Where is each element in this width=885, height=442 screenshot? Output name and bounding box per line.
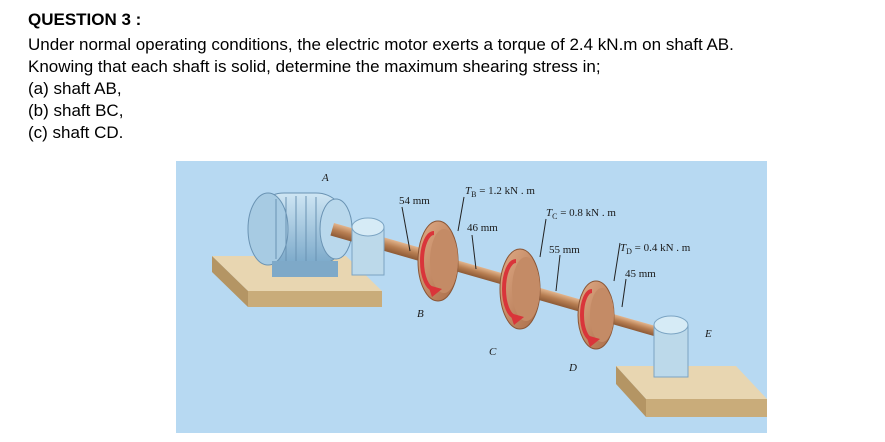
question-statement-line-1: Under normal operating conditions, the e…: [28, 35, 734, 54]
diameter-cd-label: 55 mm: [549, 244, 580, 256]
torque-arrow-c: [502, 259, 524, 325]
torque-d-label: TD = 0.4 kN . m: [620, 242, 691, 256]
leader-lines: [401, 196, 627, 308]
question-part-a: (a) shaft AB,: [28, 79, 122, 98]
shaft-system-figure: A B C D E 54 mm 46 mm 55 mm 45 mm TB = 1…: [176, 161, 767, 433]
question-part-c: (c) shaft CD.: [28, 123, 124, 142]
label-a: A: [321, 172, 329, 184]
diameter-bc-label: 46 mm: [467, 222, 498, 234]
torque-arrow-d: [580, 289, 600, 347]
bearing-e: [653, 315, 689, 378]
label-c: C: [489, 346, 497, 358]
question-title: QUESTION 3 :: [28, 10, 142, 29]
diameter-de-label: 45 mm: [625, 268, 656, 280]
bearing-b: [351, 217, 385, 276]
label-e: E: [704, 328, 712, 340]
question-statement-line-2: Knowing that each shaft is solid, determ…: [28, 57, 601, 76]
label-b: B: [417, 308, 424, 320]
question-part-b: (b) shaft BC,: [28, 101, 124, 120]
torque-c-label: TC = 0.8 kN . m: [546, 207, 616, 221]
gear-c: [499, 248, 541, 330]
torque-b-label: TB = 1.2 kN . m: [465, 185, 535, 199]
torque-arrow-b: [420, 231, 442, 297]
gear-b: [417, 220, 459, 302]
diameter-ab-label: 54 mm: [399, 195, 430, 207]
label-d: D: [568, 362, 577, 374]
